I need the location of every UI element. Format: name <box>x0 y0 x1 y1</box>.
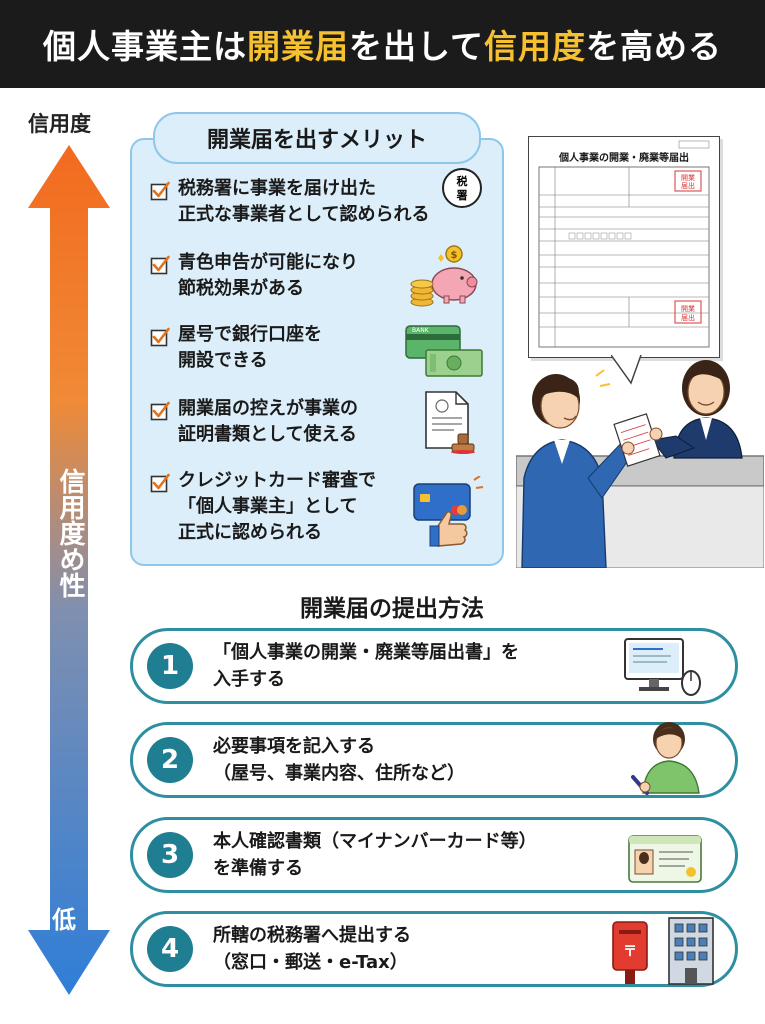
merit-3-line1: 屋号で銀行口座を <box>178 324 322 345</box>
merit-2-line1: 青色申告が可能になり <box>178 252 358 273</box>
title-text-1: 個人事業主は <box>42 27 247 66</box>
step-2-line1: 必要事項を記入する <box>213 736 375 757</box>
checkbox-icon <box>150 327 170 347</box>
person-writing-icon <box>631 722 700 795</box>
axis-label-high: 信用度 <box>28 112 91 136</box>
svg-text:〒: 〒 <box>623 944 637 960</box>
computer-mouse-icon <box>624 638 701 696</box>
step-number: 4 <box>147 926 193 972</box>
merit-item-3: 屋号で銀行口座を開設できる <box>150 322 322 374</box>
svg-text:BANK: BANK <box>412 327 430 334</box>
double-arrow-shape <box>28 145 110 995</box>
merit-5-line1: クレジットカード審査で <box>178 470 376 491</box>
step-3-line1: 本人確認書類（マイナンバーカード等） <box>213 831 537 852</box>
merit-1-line2: 正式な事業者として認められる <box>178 204 430 225</box>
document-stamp-icon <box>425 391 475 454</box>
method-title: 開業届の提出方法 <box>300 596 484 622</box>
title-highlight-shinyou: 信用度 <box>484 27 586 66</box>
merit-item-5: クレジットカード審査で「個人事業主」として正式に認められる <box>150 468 376 546</box>
title-text-3: を高める <box>586 27 722 66</box>
svg-text:$: $ <box>451 250 458 261</box>
id-card-icon <box>628 835 702 883</box>
step-1-line2: 入手する <box>213 669 285 690</box>
checkbox-icon <box>150 255 170 275</box>
axis-label-middle: 信用度め性 <box>55 468 85 598</box>
title-text-2: を出して <box>348 27 484 66</box>
svg-text:署: 署 <box>456 189 468 202</box>
step-1-line1: 「個人事業の開業・廃業等届出書」を <box>213 642 519 663</box>
merit-item-1: 税務署に事業を届け出た正式な事業者として認められる <box>150 176 429 228</box>
svg-text:届出: 届出 <box>681 313 695 322</box>
piggy-bank-coins-icon: $ <box>410 245 478 307</box>
step-3: 3 本人確認書類（マイナンバーカード等） を準備する <box>130 817 738 893</box>
page-header: 個人事業主は開業届を出して信用度を高める <box>0 0 765 88</box>
speech-tail <box>611 355 642 385</box>
svg-text:税: 税 <box>457 174 468 188</box>
step-1: 1 「個人事業の開業・廃業等届出書」を入手する <box>130 628 738 704</box>
bank-card-cash-icon: BANK <box>405 325 483 377</box>
step-number: 1 <box>147 643 193 689</box>
merit-3-line2: 開設できる <box>178 350 268 371</box>
step-2: 2 必要事項を記入する （屋号、事業内容、住所など） <box>130 722 738 798</box>
form-lines: 開業 届出 開業 届出 <box>538 140 710 348</box>
reception-scene-illustration <box>516 360 764 568</box>
svg-text:届出: 届出 <box>681 181 695 190</box>
merits-title: 開業届を出すメリット <box>153 112 481 164</box>
step-4-line2: （窓口・郵送・e-Tax） <box>213 952 408 973</box>
axis-label-low: 低 <box>52 906 76 934</box>
checkbox-icon <box>150 401 170 421</box>
credit-card-thumbsup-icon <box>413 476 484 547</box>
step-number: 2 <box>147 737 193 783</box>
step-4-line1: 所轄の税務署へ提出する <box>213 925 411 946</box>
merit-4-line1: 開業届の控えが事業の <box>178 398 358 419</box>
checkbox-icon <box>150 181 170 201</box>
merit-4-line2: 証明書類として使える <box>178 424 357 445</box>
step-4: 4 所轄の税務署へ提出する （窓口・郵送・e-Tax） 〒 <box>130 911 738 987</box>
tax-office-seal-icon: 税 署 <box>442 168 482 208</box>
kaigyou-form-illustration: 個人事業の開業・廃業等届出 開業 届出 開業 届出 <box>528 136 720 385</box>
step-2-line2: （屋号、事業内容、住所など） <box>213 763 465 784</box>
svg-text:開業: 開業 <box>681 304 695 313</box>
merit-item-4: 開業届の控えが事業の証明書類として使える <box>150 396 358 448</box>
step-3-line2: を準備する <box>213 858 303 879</box>
mailbox-building-icon: 〒 <box>612 917 714 985</box>
step-number: 3 <box>147 832 193 878</box>
page-title: 個人事業主は開業届を出して信用度を高める <box>43 20 722 68</box>
checkbox-icon <box>150 473 170 493</box>
merit-1-line1: 税務署に事業を届け出た <box>178 178 376 199</box>
form-title: 個人事業の開業・廃業等届出 <box>559 153 689 164</box>
merit-2-line2: 節税効果がある <box>178 278 304 299</box>
credibility-axis-arrow <box>28 145 110 995</box>
title-highlight-kaigyou: 開業届 <box>246 27 349 66</box>
merit-5-line2: 「個人事業主」として <box>178 496 358 517</box>
merit-item-2: 青色申告が可能になり節税効果がある <box>150 250 358 302</box>
svg-text:開業: 開業 <box>681 173 695 182</box>
merit-5-line3: 正式に認められる <box>178 522 322 543</box>
